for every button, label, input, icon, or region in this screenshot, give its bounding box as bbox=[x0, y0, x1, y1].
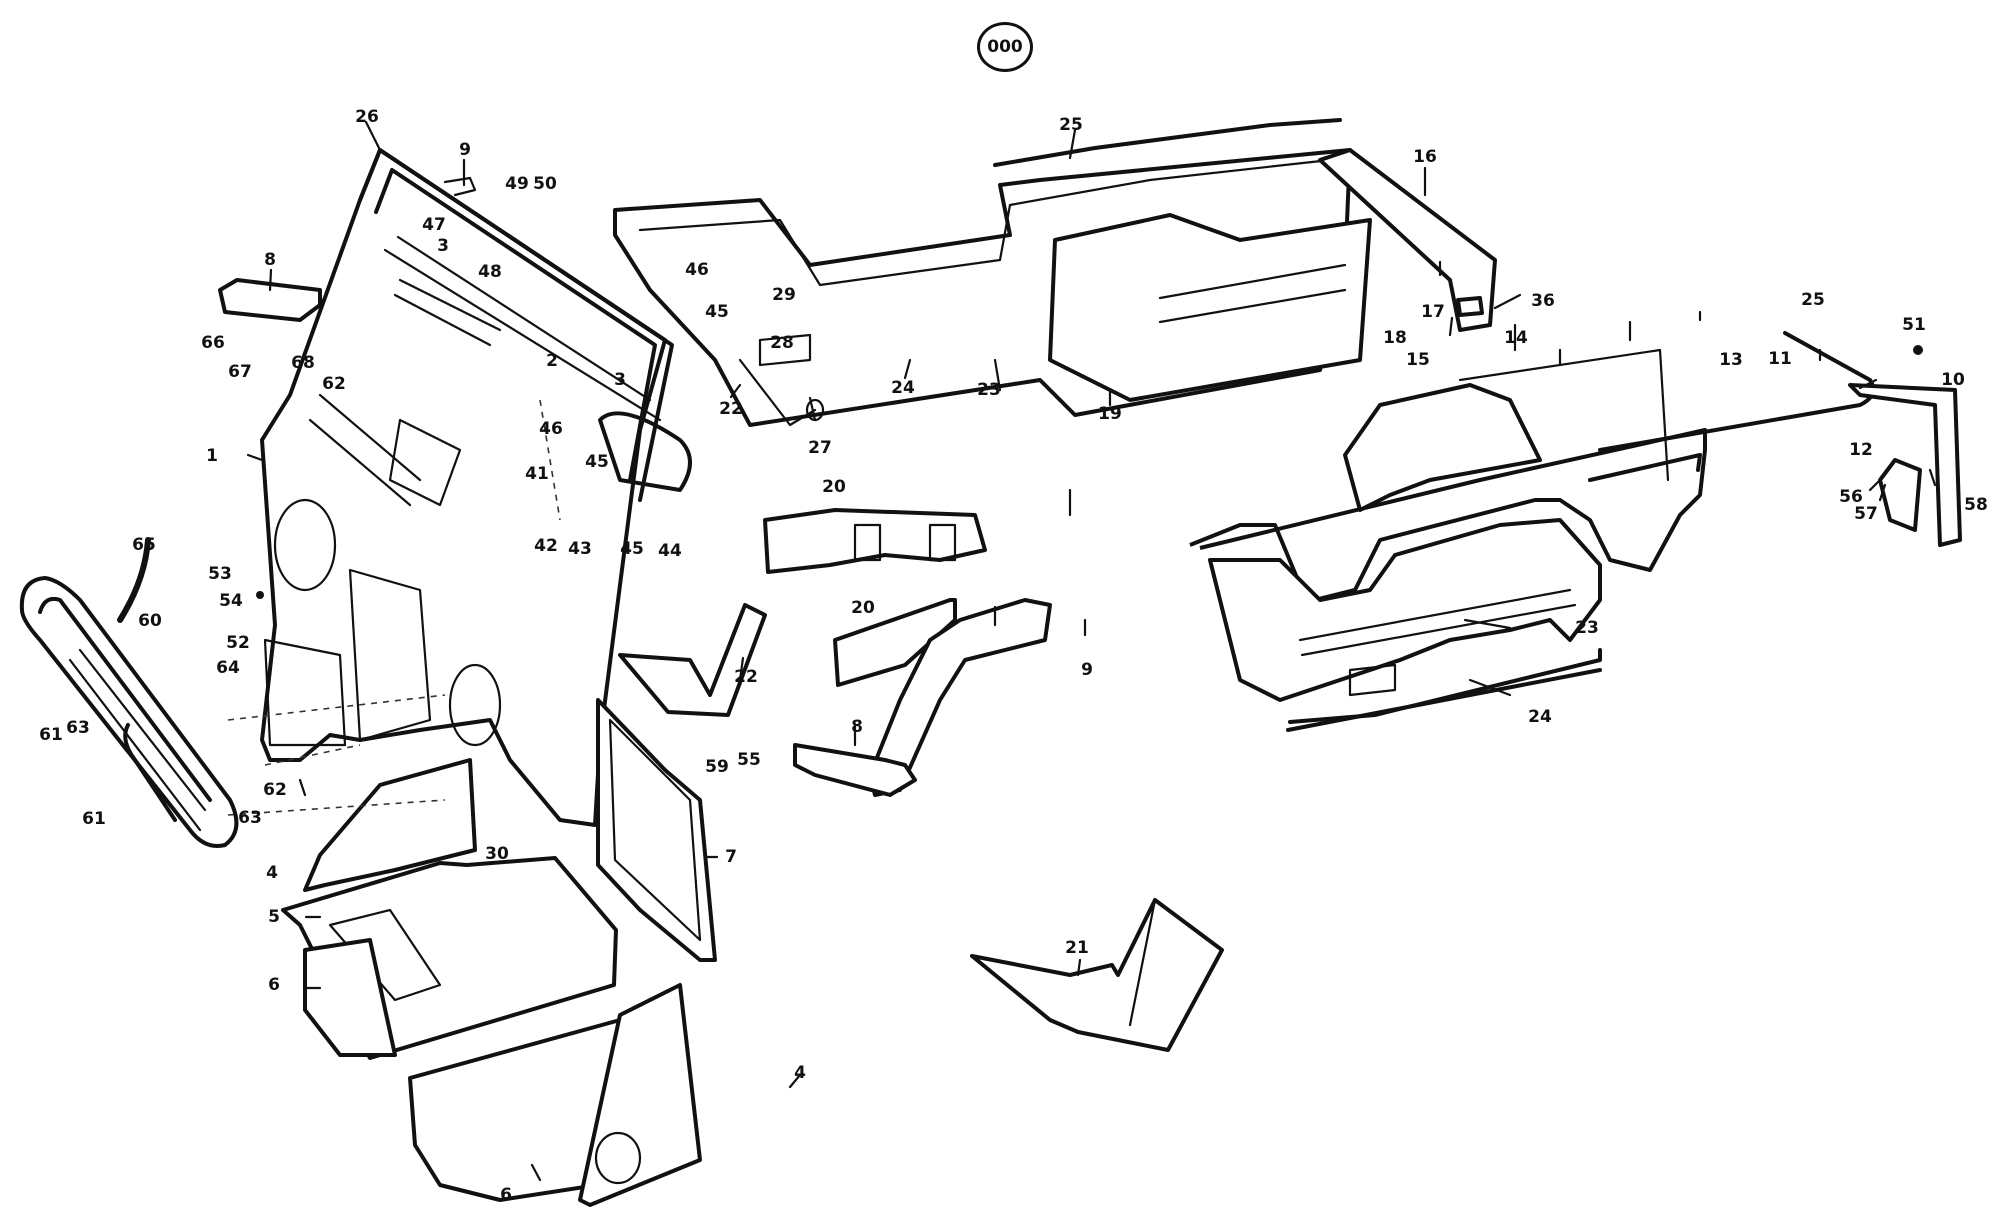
callout-67: 67 bbox=[228, 362, 252, 382]
nut-54-dot bbox=[256, 591, 264, 599]
cross-member bbox=[763, 508, 987, 574]
callout-55: 55 bbox=[737, 750, 761, 770]
callout-41: 41 bbox=[525, 464, 549, 484]
callout-43: 43 bbox=[568, 539, 592, 559]
callout-23: 23 bbox=[1575, 618, 1599, 638]
grab-handle bbox=[598, 411, 692, 492]
callout-26: 26 bbox=[355, 107, 379, 127]
callout-56: 56 bbox=[1839, 487, 1863, 507]
kick-panel-right bbox=[578, 983, 702, 1207]
brush-guard bbox=[19, 537, 239, 848]
callout-47: 47 bbox=[422, 215, 446, 235]
callout-58: 58 bbox=[1964, 495, 1988, 515]
callout-60: 60 bbox=[138, 611, 162, 631]
corner-gusset bbox=[970, 898, 1224, 1052]
callout-45: 45 bbox=[620, 539, 644, 559]
callout-8: 8 bbox=[851, 717, 863, 737]
callout-63: 63 bbox=[66, 718, 90, 738]
callout-57: 57 bbox=[1854, 504, 1878, 524]
door-frame bbox=[596, 698, 717, 962]
leader-lines bbox=[227, 120, 1937, 1182]
callout-17: 17 bbox=[1421, 302, 1445, 322]
callout-21: 21 bbox=[1065, 938, 1089, 958]
callout-5: 5 bbox=[268, 907, 280, 927]
callout-8: 8 bbox=[264, 250, 276, 270]
sill-bracket-lower bbox=[793, 743, 917, 797]
callout-53: 53 bbox=[208, 564, 232, 584]
callout-50: 50 bbox=[533, 174, 557, 194]
callout-49: 49 bbox=[505, 174, 529, 194]
gusset-lower bbox=[833, 598, 957, 687]
callout-24: 24 bbox=[891, 378, 915, 398]
kick-panel-left bbox=[303, 758, 477, 892]
callout-14: 14 bbox=[1504, 328, 1528, 348]
callout-64: 64 bbox=[216, 658, 240, 678]
callout-20: 20 bbox=[851, 598, 875, 618]
callout-25: 25 bbox=[1059, 115, 1083, 135]
lower-panel-left bbox=[303, 938, 397, 1057]
callout-4: 4 bbox=[794, 1063, 806, 1083]
callout-36: 36 bbox=[1531, 291, 1555, 311]
rear-body-left bbox=[613, 118, 1497, 427]
callout-24: 24 bbox=[1528, 707, 1552, 727]
sill-bracket-top bbox=[218, 278, 322, 322]
callout-65: 65 bbox=[132, 535, 156, 555]
callout-7: 7 bbox=[725, 847, 737, 867]
gusset-plate bbox=[618, 603, 767, 717]
callout-45: 45 bbox=[705, 302, 729, 322]
callout-23: 23 bbox=[977, 380, 1001, 400]
callout-3: 3 bbox=[437, 236, 449, 256]
callout-9: 9 bbox=[459, 140, 471, 160]
callout-42: 42 bbox=[534, 536, 558, 556]
callout-46: 46 bbox=[685, 260, 709, 280]
callout-13: 13 bbox=[1719, 350, 1743, 370]
callout-4: 4 bbox=[266, 863, 278, 883]
callout-44: 44 bbox=[658, 541, 682, 561]
callout-30: 30 bbox=[485, 844, 509, 864]
callout-1: 1 bbox=[206, 446, 218, 466]
callout-22: 22 bbox=[734, 667, 758, 687]
callout-25: 25 bbox=[1801, 290, 1825, 310]
callout-59: 59 bbox=[705, 757, 729, 777]
callout-15: 15 bbox=[1406, 350, 1430, 370]
callout-61: 61 bbox=[82, 809, 106, 829]
callout-46: 46 bbox=[539, 419, 563, 439]
callout-48: 48 bbox=[478, 262, 502, 282]
callout-2: 2 bbox=[546, 351, 558, 371]
callout-51: 51 bbox=[1902, 315, 1926, 335]
callout-19: 19 bbox=[1098, 404, 1122, 424]
rear-body-right bbox=[1189, 331, 1962, 732]
callout-62: 62 bbox=[263, 780, 287, 800]
callout-54: 54 bbox=[219, 591, 243, 611]
group-badge: 000 bbox=[977, 22, 1033, 72]
callout-52: 52 bbox=[226, 633, 250, 653]
nut-51-dot bbox=[1913, 345, 1923, 355]
callout-29: 29 bbox=[772, 285, 796, 305]
callout-45: 45 bbox=[585, 452, 609, 472]
front-panel-assembly bbox=[260, 148, 674, 827]
latch-rod bbox=[738, 358, 817, 427]
callout-9: 9 bbox=[1081, 660, 1093, 680]
hinge-bracket-top bbox=[443, 176, 477, 197]
callout-27: 27 bbox=[808, 438, 832, 458]
callout-6: 6 bbox=[500, 1185, 512, 1205]
callout-6: 6 bbox=[268, 975, 280, 995]
callout-66: 66 bbox=[201, 333, 225, 353]
callout-16: 16 bbox=[1413, 147, 1437, 167]
callout-22: 22 bbox=[719, 399, 743, 419]
callout-11: 11 bbox=[1768, 349, 1792, 369]
callout-3: 3 bbox=[614, 370, 626, 390]
callout-12: 12 bbox=[1849, 440, 1873, 460]
callout-18: 18 bbox=[1383, 328, 1407, 348]
callout-28: 28 bbox=[770, 333, 794, 353]
callout-10: 10 bbox=[1941, 370, 1965, 390]
callout-62: 62 bbox=[322, 374, 346, 394]
callout-20: 20 bbox=[822, 477, 846, 497]
callout-68: 68 bbox=[291, 353, 315, 373]
callout-63: 63 bbox=[238, 808, 262, 828]
wheel-arch-rail bbox=[868, 598, 1052, 797]
callout-61: 61 bbox=[39, 725, 63, 745]
